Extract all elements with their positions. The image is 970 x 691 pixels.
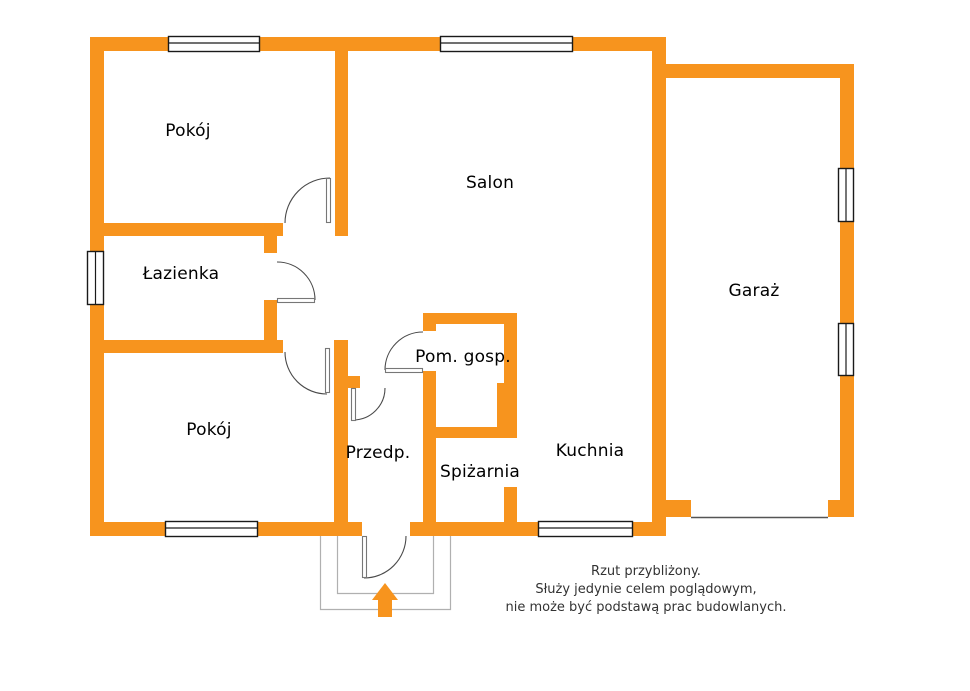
house-right-wall: [652, 37, 666, 536]
room-label-garaz: Garaż: [728, 281, 780, 301]
door-lazienka-swing-arc: [276, 261, 316, 301]
door-przedpokoj-swing-arc: [352, 387, 386, 421]
door-pokoj2-swing-arc: [284, 351, 328, 395]
door-pokoj1-swing-arc: [284, 177, 331, 224]
entrance-arrow-shaft: [378, 600, 392, 617]
garage-bottom-left-stub: [666, 500, 691, 517]
room-label-pokoj-2: Pokój: [186, 420, 232, 440]
door-pomgosp-swing-arc: [384, 331, 424, 371]
lazienka-right-wall-top: [264, 236, 277, 253]
door-lazienka-leaf: [276, 297, 316, 304]
pomgosp-right-wall: [504, 313, 517, 383]
door-pokoj1-leaf: [325, 177, 332, 224]
door-pokoj2-leaf: [324, 347, 331, 394]
garage-bottom-right-stub: [828, 500, 854, 517]
disclaimer-line-3: nie może być podstawą prac budowlanych.: [505, 600, 787, 615]
disclaimer-note: Rzut przybliżony. Służy jedynie celem po…: [505, 563, 786, 617]
pomgosp-bottom-wall: [423, 427, 517, 438]
door-pomgosp-leaf: [384, 367, 424, 374]
lazienka-right-wall-bottom: [264, 300, 277, 340]
pomgosp-duct-block: [497, 383, 517, 427]
pokoj1-salon-wall: [335, 51, 348, 236]
pokoj1-lazienka-wall: [104, 223, 283, 236]
pomgosp-left-wall: [423, 371, 436, 536]
garage-top-wall: [666, 64, 854, 78]
door-entrance-swing-arc: [363, 535, 407, 579]
spizarnia-kuchnia-stub: [504, 487, 517, 522]
door-entrance-leaf: [361, 535, 368, 579]
przedpokoj-left-wall: [334, 340, 348, 536]
door-przedpokoj-leaf: [350, 387, 357, 422]
room-label-lazienka: Łazienka: [142, 264, 220, 284]
window-salon: [439, 35, 574, 53]
window-kuchnia: [537, 520, 634, 538]
room-label-pokoj-1: Pokój: [165, 121, 211, 141]
room-label-pom-gosp: Pom. gosp.: [415, 347, 511, 367]
disclaimer-line-1: Rzut przybliżony.: [591, 564, 701, 579]
garage-right-wall: [840, 64, 854, 517]
room-label-przedpokoj: Przedp.: [345, 443, 411, 463]
przedpokoj-top-stub: [348, 376, 360, 388]
pomgosp-top-wall: [423, 313, 517, 324]
room-label-salon: Salon: [465, 173, 515, 193]
window-pokoj1: [167, 35, 261, 53]
entrance-arrow-head: [372, 583, 398, 600]
disclaimer-line-2: Służy jedynie celem poglądowym,: [535, 582, 757, 597]
room-label-spizarnia: Spiżarnia: [439, 462, 521, 482]
room-label-kuchnia: Kuchnia: [555, 441, 625, 461]
window-pokoj2: [164, 520, 259, 538]
lazienka-pokoj2-wall: [104, 340, 283, 353]
